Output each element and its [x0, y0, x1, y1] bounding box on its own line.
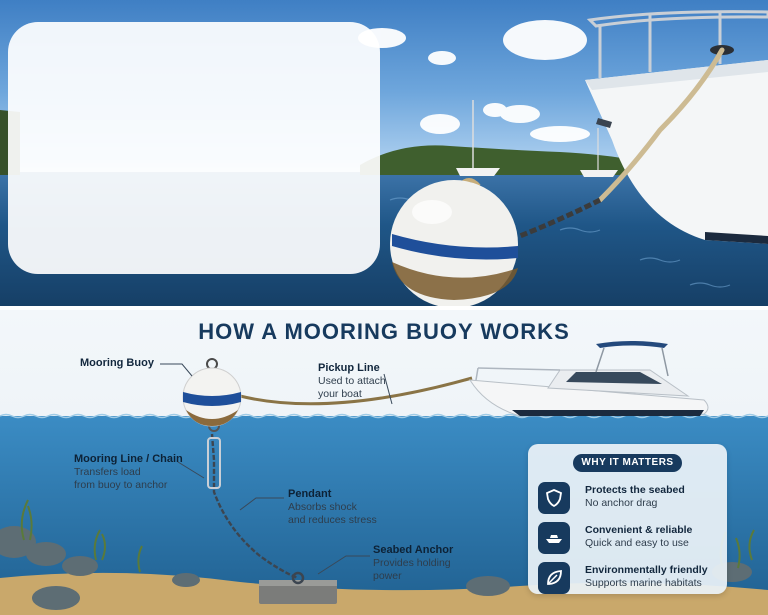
diagram-title: HOW A MOORING BUOY WORKS [198, 319, 570, 344]
harbor-scene [0, 10, 768, 306]
label-seabed-anchor-title: Seabed Anchor [373, 544, 454, 556]
why-item: Environmentally friendly Supports marine… [538, 562, 720, 594]
why-item-title: Protects the seabed [585, 484, 685, 496]
label-mooring-chain-desc-2: from buoy to anchor [74, 479, 168, 491]
distant-hills [360, 145, 660, 175]
how-it-works-diagram: HOW A MOORING BUOY WORKS Mooring Buoy Pi… [0, 310, 768, 615]
label-pickup-line-title: Pickup Line [318, 362, 380, 374]
label-pickup-line-desc-2: your boat [318, 388, 362, 400]
mooring-rope [597, 47, 725, 203]
why-item: Protects the seabed No anchor drag [538, 482, 720, 514]
why-item-text: Environmentally friendly Supports marine… [585, 564, 708, 590]
motorboat [469, 341, 709, 417]
mooring-chain [519, 197, 602, 239]
why-item-text: Protects the seabed No anchor drag [585, 484, 685, 510]
clouds [358, 20, 590, 142]
why-item-text: Convenient & reliable Quick and easy to … [585, 524, 692, 550]
washed-area [8, 22, 380, 274]
why-item-title: Convenient & reliable [585, 524, 693, 536]
why-item: Convenient & reliable Quick and easy to … [538, 522, 720, 554]
mooring-buoy-photo [390, 178, 518, 306]
boat-icon [538, 522, 570, 554]
yacht [585, 10, 768, 244]
why-item-desc: No anchor drag [585, 497, 658, 509]
label-pendant-desc-1: Absorbs shock [288, 501, 357, 513]
label-mooring-chain-desc-1: Transfers load [74, 466, 141, 478]
why-it-matters-badge: WHY IT MATTERS [573, 454, 682, 472]
pickup-line [239, 376, 473, 406]
label-pickup-line: Pickup Line Used to attach your boat [318, 362, 386, 401]
harbor-photo [0, 0, 768, 306]
leaf-icon [538, 562, 570, 594]
why-it-matters-panel: WHY IT MATTERS Protects the seabed No an… [528, 444, 727, 594]
label-mooring-chain: Mooring Line / Chain Transfers load from… [74, 453, 183, 492]
label-mooring-chain-title: Mooring Line / Chain [74, 453, 183, 465]
why-item-desc: Supports marine habitats [585, 577, 702, 589]
sailboat [456, 100, 500, 176]
label-mooring-buoy-title: Mooring Buoy [80, 357, 154, 369]
mooring-buoy-diagram [182, 358, 242, 427]
label-pendant: Pendant Absorbs shock and reduces stress [288, 488, 377, 527]
mooring-chain-diagram [210, 433, 299, 580]
label-pickup-line-desc-1: Used to attach [318, 375, 386, 387]
label-seabed-anchor: Seabed Anchor Provides holding power [373, 544, 453, 583]
why-item-desc: Quick and easy to use [585, 537, 689, 549]
label-seabed-anchor-desc-2: power [373, 570, 402, 582]
leader-lines [160, 363, 393, 575]
why-item-title: Environmentally friendly [585, 564, 708, 576]
seabed-rocks [0, 526, 752, 610]
panel-divider [0, 306, 768, 310]
seabed-anchor-block [259, 571, 337, 604]
label-mooring-buoy: Mooring Buoy [80, 357, 154, 370]
sailboat [580, 128, 618, 177]
pendant-shackle [207, 437, 221, 489]
label-seabed-anchor-desc-1: Provides holding [373, 557, 451, 569]
label-pendant-desc-2: and reduces stress [288, 514, 377, 526]
label-pendant-title: Pendant [288, 488, 332, 500]
shield-icon [538, 482, 570, 514]
